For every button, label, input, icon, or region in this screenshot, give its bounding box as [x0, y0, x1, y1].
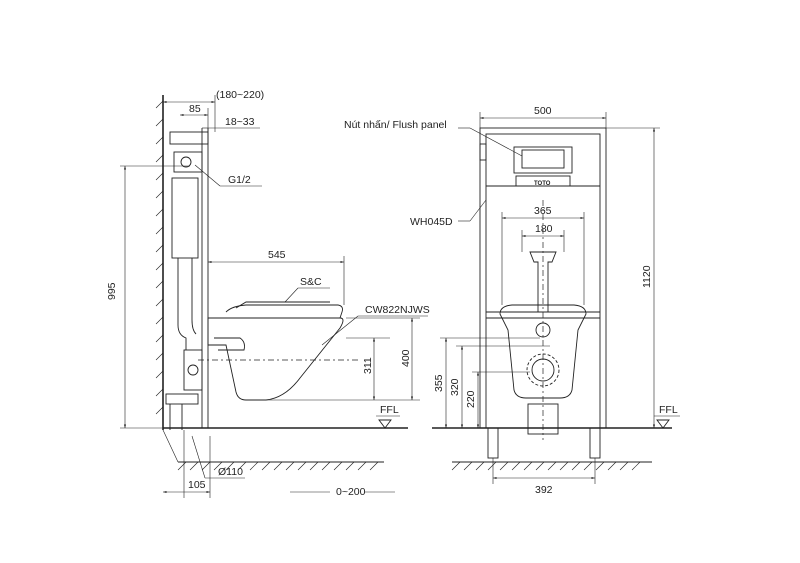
dim-400: 400 [400, 349, 412, 367]
dim-105: 105 [188, 479, 206, 491]
dim-311: 311 [362, 357, 374, 374]
dim-180-220: (180~220) [216, 89, 264, 101]
side-dimension-lines [120, 95, 428, 498]
toilet-side [198, 301, 360, 401]
dim-1120: 1120 [641, 265, 653, 288]
label-flush-panel: Nút nhấn/ Flush panel [344, 119, 447, 131]
mounting-frame-side [165, 128, 209, 430]
label-ffl-front: FFL [659, 404, 678, 416]
front-dimension-lines [440, 112, 680, 484]
flush-panel: TOTO [479, 143, 573, 187]
dim-180: 180 [535, 223, 553, 235]
label-frame-model: WH045D [410, 216, 453, 228]
toilet-front [499, 304, 587, 435]
dim-85: 85 [189, 103, 201, 115]
wall [155, 95, 164, 430]
label-ffl-side: FFL [380, 404, 399, 416]
dim-365: 365 [534, 205, 552, 217]
side-view: (180~220) 85 18~33 G1/2 545 S&C CW822NJW… [106, 89, 430, 498]
floor-side [162, 427, 408, 471]
dim-220: 220 [465, 390, 477, 408]
brand-logo: TOTO [534, 181, 551, 187]
dim-355: 355 [433, 374, 445, 392]
dim-545: 545 [268, 249, 286, 261]
label-g12: G1/2 [228, 174, 251, 186]
label-seat: S&C [300, 276, 322, 288]
dim-18-33: 18~33 [225, 116, 255, 128]
dim-500: 500 [534, 105, 552, 117]
dim-diameter-110: Ø110 [218, 466, 243, 478]
dim-392: 392 [535, 484, 553, 496]
front-view: TOTO [344, 105, 680, 496]
dim-0-200: 0~200 [336, 486, 366, 498]
dim-320: 320 [449, 378, 461, 396]
mounting-frame-front [479, 127, 607, 459]
label-toilet-model: CW822NJWS [365, 304, 430, 316]
flush-pipe [529, 251, 557, 313]
dim-995: 995 [106, 282, 118, 300]
